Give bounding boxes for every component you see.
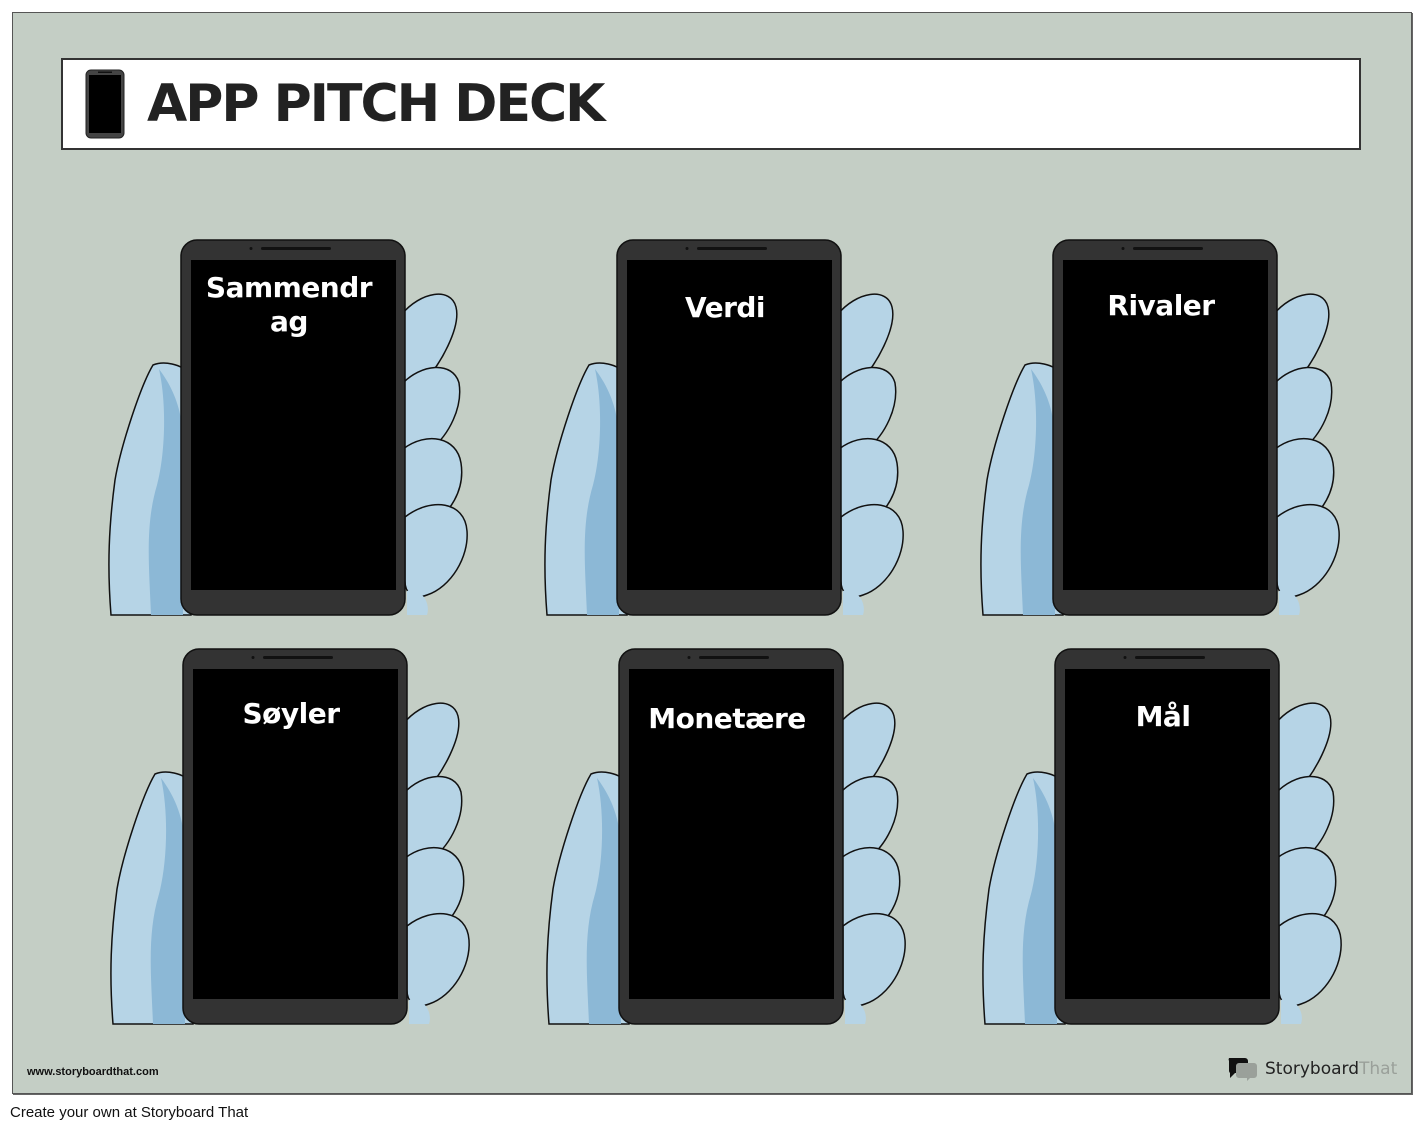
brand-name-light: That	[1359, 1059, 1398, 1079]
pitch-card-monetization[interactable]: Monetære	[539, 644, 919, 1025]
storyboard-canvas: APP PITCH DECK Sammendr ag Verdi Rivaler…	[12, 12, 1412, 1094]
pitch-card-value[interactable]: Verdi	[537, 235, 917, 616]
card-label: Verdi	[684, 291, 766, 324]
website-url: www.storyboardthat.com	[27, 1066, 159, 1078]
smartphone-icon	[85, 69, 125, 139]
card-label: Søyler	[242, 697, 340, 730]
page-title: APP PITCH DECK	[147, 74, 605, 134]
pitch-card-goals[interactable]: Mål	[975, 644, 1355, 1025]
title-banner: APP PITCH DECK	[61, 58, 1361, 150]
card-label: Sammendr ag	[205, 271, 373, 338]
card-label: Monetære	[648, 702, 806, 735]
pitch-card-summary[interactable]: Sammendr ag	[101, 235, 481, 616]
storyboardthat-logo[interactable]: StoryboardThat	[1227, 1055, 1397, 1083]
pitch-card-rivals[interactable]: Rivaler	[973, 235, 1353, 616]
create-your-own-link[interactable]: Create your own at Storyboard That	[10, 1104, 249, 1121]
speech-bubbles-icon	[1228, 1058, 1257, 1081]
card-label: Mål	[1135, 700, 1191, 733]
card-label: Rivaler	[1107, 289, 1215, 322]
pitch-card-pillars[interactable]: Søyler	[103, 644, 483, 1025]
brand-name: Storyboard	[1265, 1059, 1359, 1079]
